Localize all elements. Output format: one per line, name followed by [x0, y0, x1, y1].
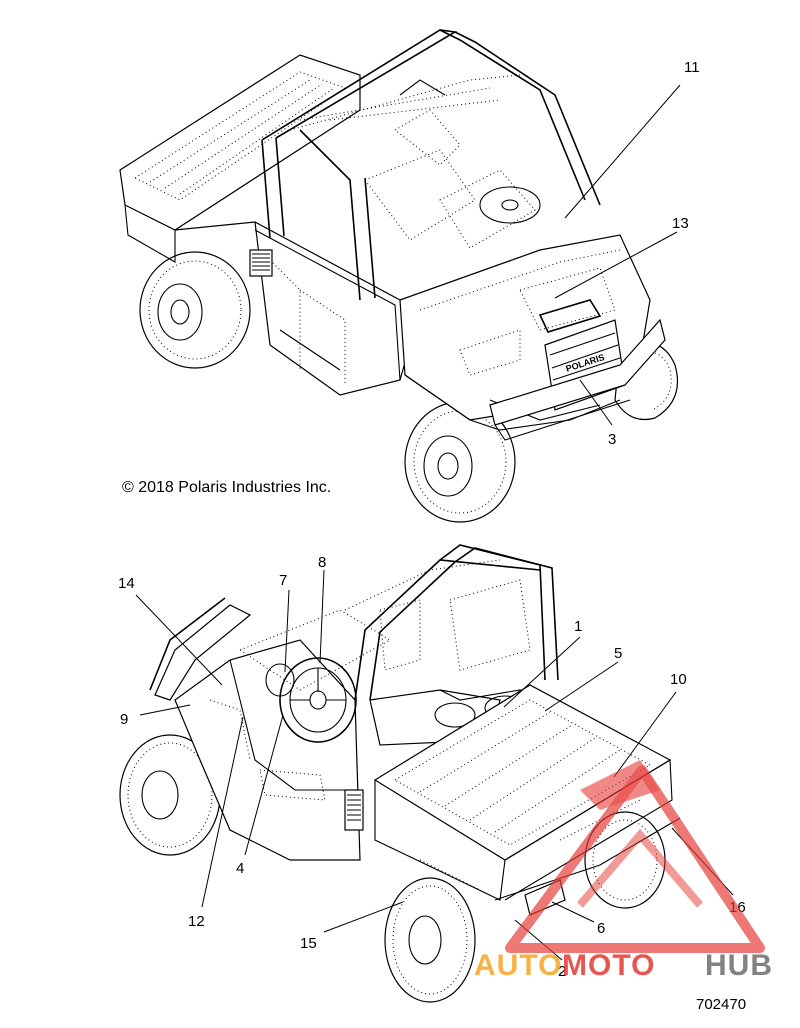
bottom-vehicle-illustration: [119, 544, 681, 1003]
top-vehicle-illustration: POLARIS: [119, 29, 679, 523]
callout-8: 8: [318, 554, 326, 571]
callout-leaders: [135, 84, 734, 961]
top-hood-front: POLARIS: [399, 234, 651, 431]
bottom-roll-cage: [344, 544, 559, 701]
bottom-left-wheel: [119, 734, 221, 856]
callout-10: 10: [670, 671, 687, 688]
diagram-part-number: 702470: [696, 996, 746, 1013]
callout-2: 2: [558, 963, 566, 980]
callout-15: 15: [300, 935, 317, 952]
callout-14: 14: [118, 575, 135, 592]
bottom-front-body: [174, 639, 364, 861]
callout-5: 5: [614, 645, 622, 662]
watermark-moto-text: MOTO: [562, 949, 655, 982]
callout-11: 11: [684, 59, 700, 76]
callout-12: 12: [188, 913, 205, 930]
watermark-triangle-icon: [505, 760, 765, 953]
callout-3: 3: [608, 431, 616, 448]
callout-1: 1: [574, 618, 582, 635]
top-rear-wheel: [139, 251, 251, 369]
watermark-auto-text: AUTO: [474, 949, 562, 982]
callout-4: 4: [236, 860, 244, 877]
top-cargo-bed: [119, 54, 361, 263]
callout-9: 9: [120, 711, 128, 728]
callout-6: 6: [597, 920, 605, 937]
callout-13: 13: [672, 215, 689, 232]
watermark-logo: AUTO MOTO HUB: [474, 760, 773, 982]
callout-7: 7: [279, 572, 287, 589]
callout-labels: 11 13 3 14 7 8 1 5 10 9 4 12 15 6 2 16: [118, 59, 746, 980]
copyright-text: © 2018 Polaris Industries Inc.: [122, 479, 331, 496]
bottom-rear-wheel: [384, 877, 476, 1003]
watermark-hub-text: HUB: [705, 949, 773, 982]
bottom-dash-steering: [238, 609, 391, 743]
bottom-brush-guard: [149, 597, 252, 701]
top-front-bumper: [489, 318, 666, 441]
top-roll-cage: [261, 29, 601, 301]
top-seats-steering: [364, 149, 541, 249]
